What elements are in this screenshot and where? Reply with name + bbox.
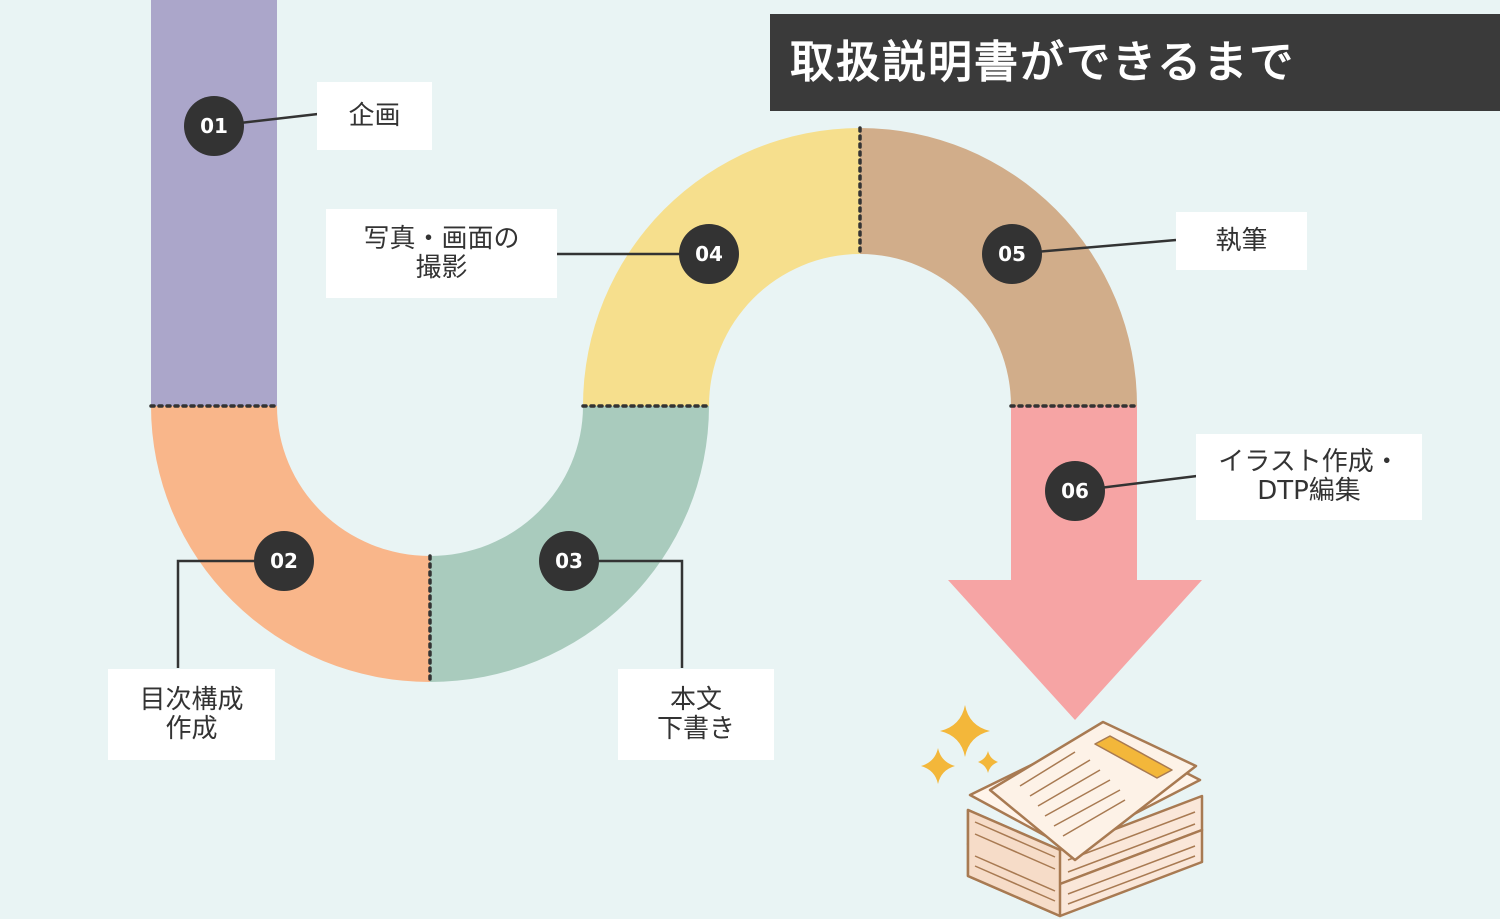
step-label-01: 企画 xyxy=(317,82,432,150)
segment-01 xyxy=(151,0,277,406)
step-label-04: 写真・画面の 撮影 xyxy=(326,209,557,298)
sparkle-icon xyxy=(921,705,998,784)
leader-lines xyxy=(176,112,1198,668)
step-label-06: イラスト作成・ DTP編集 xyxy=(1196,434,1422,520)
segment-dividers xyxy=(149,126,1139,684)
page-title: 取扱説明書ができるまで xyxy=(770,14,1500,111)
step-label-03: 本文 下書き xyxy=(618,669,774,760)
step-label-05: 執筆 xyxy=(1176,212,1307,270)
step-badge-04: 04 xyxy=(679,224,739,284)
step-badge-06: 06 xyxy=(1045,461,1105,521)
document-stack-icon xyxy=(966,720,1204,918)
step-badge-01: 01 xyxy=(184,96,244,156)
step-badge-02: 02 xyxy=(254,531,314,591)
step-badge-05: 05 xyxy=(982,224,1042,284)
step-label-02: 目次構成 作成 xyxy=(108,669,275,760)
step-badge-03: 03 xyxy=(539,531,599,591)
segment-06-arrow xyxy=(948,406,1202,720)
